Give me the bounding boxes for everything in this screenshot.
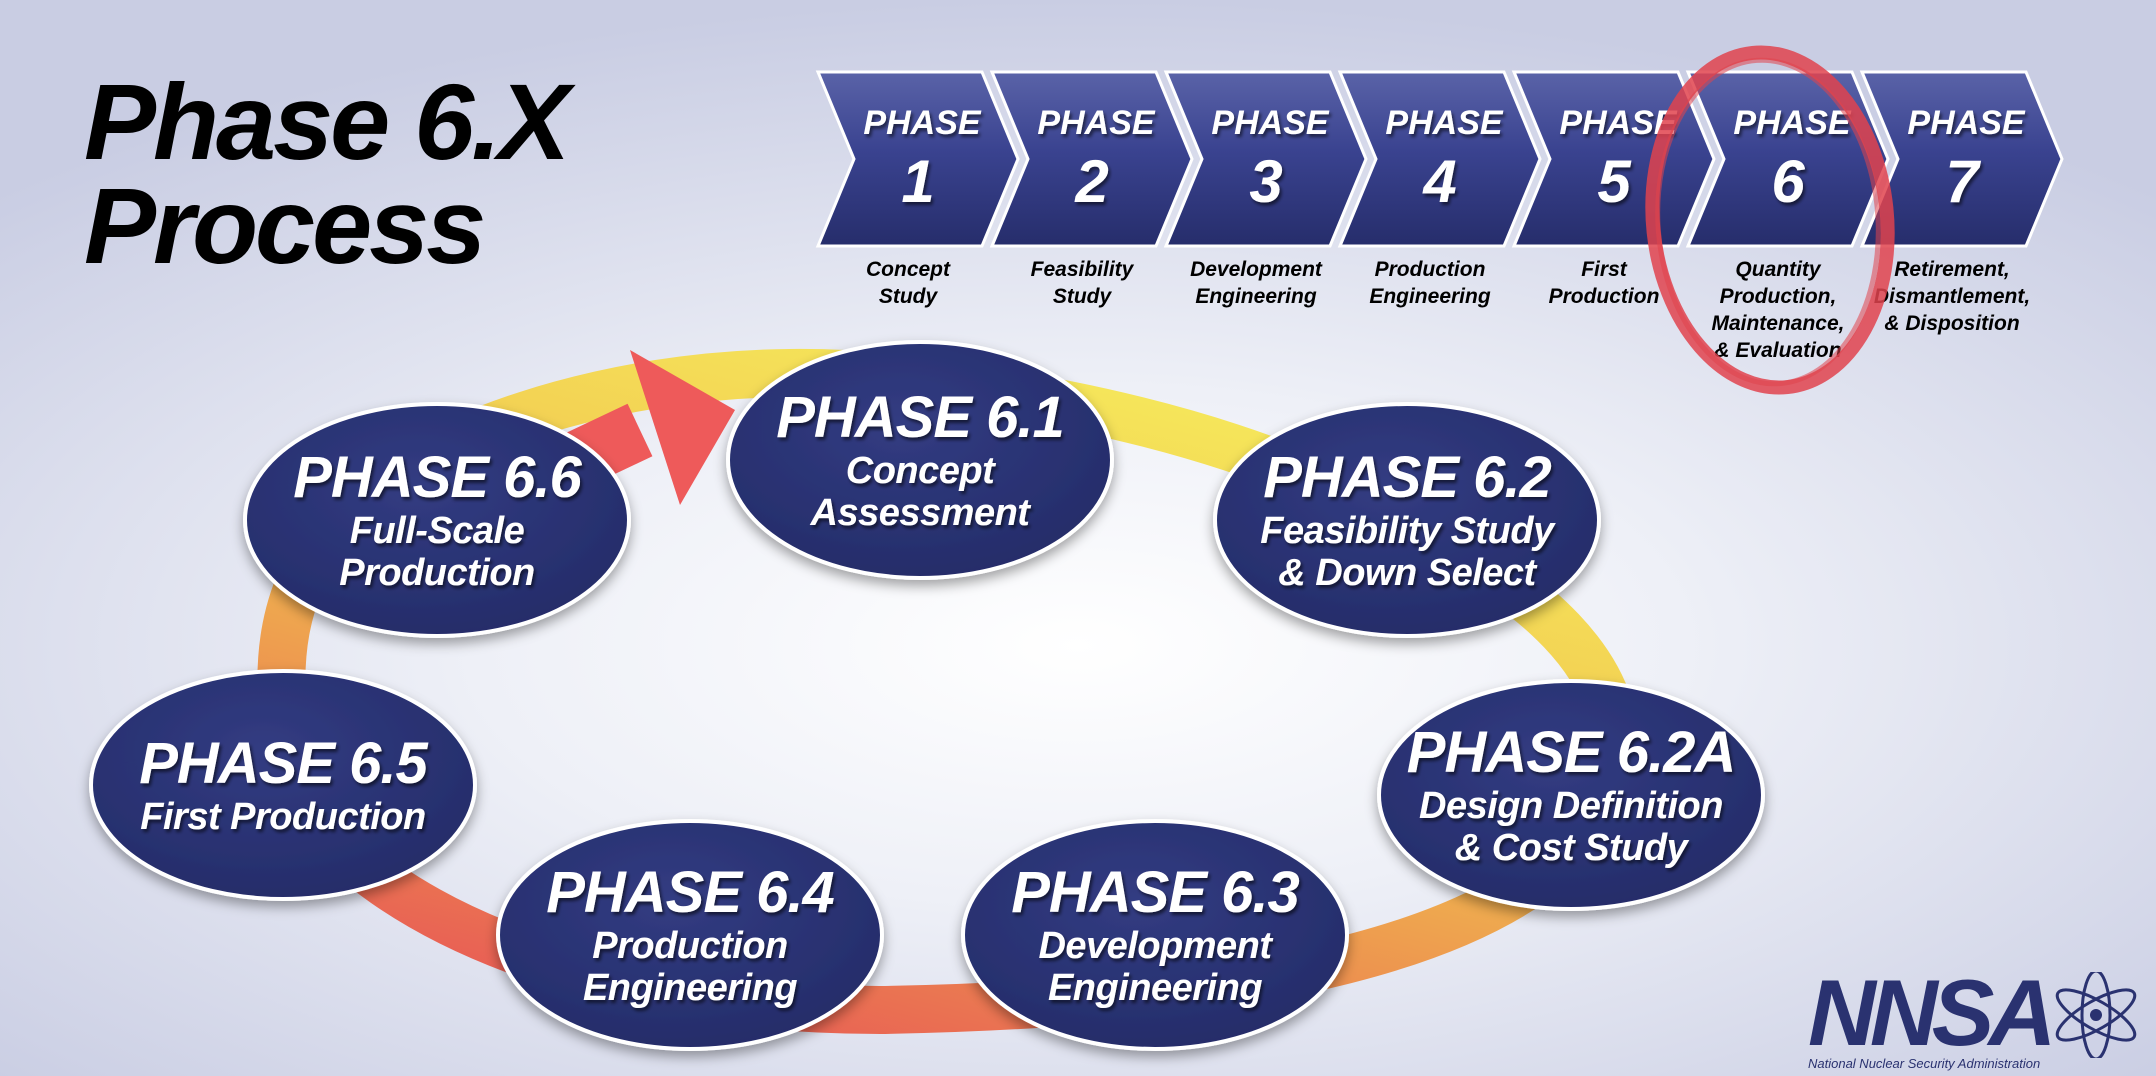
phase-word: PHASE	[1907, 104, 2025, 142]
phase-chevron-bar: PHASE1PHASE2PHASE3PHASE4PHASE5PHASE6PHAS…	[815, 70, 2064, 248]
page-title: Phase 6.X Process	[84, 61, 570, 286]
phase-chevron-2: PHASE 2	[989, 70, 1194, 248]
cycle-node-desc: Development	[1038, 925, 1273, 967]
cycle-node-desc: Engineering	[1048, 967, 1262, 1009]
phase-descriptions: ConceptStudyFeasibilityStudyDevelopmentE…	[866, 258, 2030, 362]
cycle-node-desc: Assessment	[810, 492, 1032, 534]
phase-desc-line: & Evaluation	[1714, 339, 1841, 362]
atom-icon	[2055, 972, 2137, 1058]
cycle-node-desc: & Cost Study	[1455, 827, 1690, 869]
phase-desc-line: Study	[1053, 285, 1113, 308]
phase-number: 2	[1074, 148, 1108, 215]
page-title-line-2: Process	[84, 165, 486, 286]
phase-desc-line: Retirement,	[1894, 258, 2010, 281]
cycle-node-title: PHASE 6.1	[776, 385, 1064, 450]
cycle-node-title: PHASE 6.2	[1263, 445, 1551, 510]
cycle-node-desc: Production	[592, 925, 788, 967]
cycle-node-title: PHASE 6.2A	[1407, 720, 1735, 785]
phase-desc-line: Production	[1549, 285, 1660, 308]
phase-desc-line: & Disposition	[1884, 312, 2019, 335]
cycle-node-desc: Feasibility Study	[1260, 510, 1556, 552]
phase-number: 6	[1771, 148, 1805, 215]
logo-caption: National Nuclear Security Administration	[1808, 1056, 2041, 1071]
phase-chevron-4: PHASE 4	[1337, 70, 1542, 248]
phase-word: PHASE	[1037, 104, 1155, 142]
cycle-node-desc: Full-Scale	[350, 510, 525, 552]
phase-word: PHASE	[1733, 104, 1851, 142]
phase-desc-line: Concept	[866, 258, 951, 281]
cycle-node-title: PHASE 6.4	[546, 860, 834, 925]
phase-word: PHASE	[1211, 104, 1329, 142]
phase-chevron-7: PHASE 7	[1859, 70, 2064, 248]
nnsa-logo: NNSA National Nuclear Security Administr…	[1808, 960, 2148, 1072]
phase-number: 7	[1945, 148, 1981, 215]
phase-desc-line: Maintenance,	[1711, 312, 1844, 335]
phase-desc-7: Retirement, Dismantlement, & Disposition	[1874, 258, 2030, 335]
page-title-line-1: Phase 6.X	[84, 61, 570, 182]
phase-desc-line: First	[1581, 258, 1628, 281]
phase-word: PHASE	[863, 104, 981, 142]
cycle-node-title: PHASE 6.3	[1011, 860, 1299, 925]
phase-number: 5	[1597, 148, 1632, 215]
cycle-node-title: PHASE 6.6	[293, 445, 582, 510]
phase-word: PHASE	[1385, 104, 1503, 142]
cycle-node-desc: First Production	[140, 796, 425, 838]
phase-number: 1	[901, 148, 934, 215]
phase-chevron-1: PHASE 1	[815, 70, 1020, 248]
phase-desc-line: Feasibility	[1031, 258, 1135, 281]
phase-number: 3	[1249, 148, 1282, 215]
phase-desc-line: Production,	[1720, 285, 1837, 308]
phase-desc-line: Dismantlement,	[1874, 285, 2030, 308]
phase-number: 4	[1422, 148, 1456, 215]
phase-desc-line: Development	[1190, 258, 1323, 281]
cycle-node-desc: Concept	[846, 450, 996, 492]
cycle-node-desc: Design Definition	[1419, 785, 1723, 827]
cycle-node-desc: & Down Select	[1278, 552, 1537, 594]
phase-desc-line: Engineering	[1195, 285, 1317, 308]
phase-chevron-6: PHASE 6	[1685, 70, 1890, 248]
cycle-node-desc: Production	[339, 552, 535, 594]
phase-desc-line: Quantity	[1735, 258, 1821, 281]
phase-desc-line: Production	[1375, 258, 1486, 281]
phase-desc-line: Engineering	[1369, 285, 1491, 308]
cycle-node-desc: Engineering	[583, 967, 797, 1009]
cycle-node-title: PHASE 6.5	[139, 731, 428, 796]
highlight-circle-icon	[1645, 45, 1895, 395]
phase-chevron-3: PHASE 3	[1163, 70, 1368, 248]
phase-desc-line: Study	[879, 285, 939, 308]
cycle-arrow-head-icon	[630, 350, 735, 505]
logo-text: NNSA	[1808, 960, 2056, 1065]
